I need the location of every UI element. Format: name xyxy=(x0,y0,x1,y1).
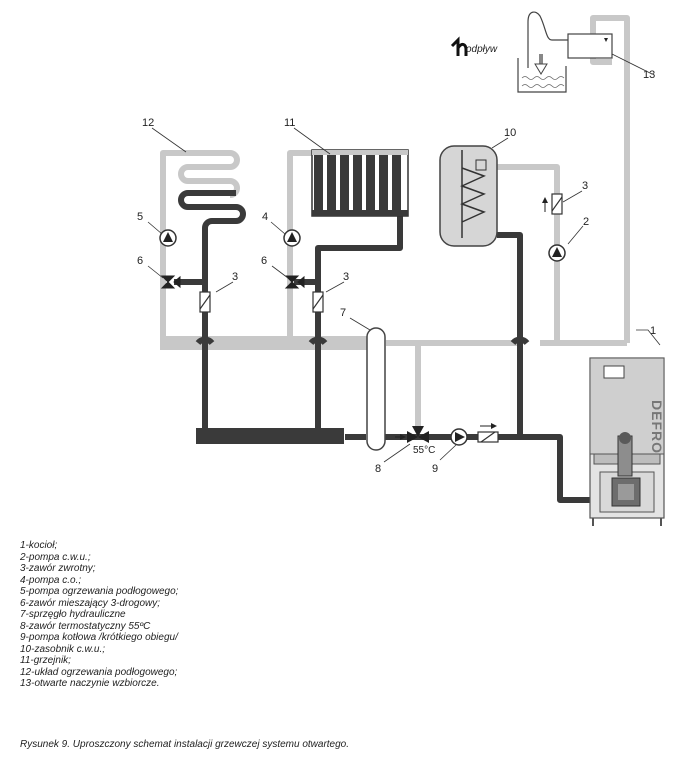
legend: 1-kocioł; 2-pompa c.w.u.; 3-zawór zwrotn… xyxy=(20,540,178,690)
legend-item: 12-układ ogrzewania podłogowego; xyxy=(20,666,178,678)
callout-7: 7 xyxy=(340,307,346,319)
callout-6-floor: 6 xyxy=(137,255,143,267)
return-collector xyxy=(160,336,370,350)
legend-item: 4-pompa c.o.; xyxy=(20,574,82,586)
temperature-label: 55°C xyxy=(413,445,435,456)
legend-item: 5-pompa ogrzewania podłogowego; xyxy=(20,586,179,597)
callout-12: 12 xyxy=(142,117,154,129)
pump-floor-heating xyxy=(159,229,177,247)
legend-item: 2-pompa c.w.u.; xyxy=(20,551,91,563)
legend-item: 9-pompa kotłowa /krótkiego obiegu/ xyxy=(20,632,178,643)
check-valve-boiler xyxy=(477,423,499,443)
thermostatic-valve xyxy=(395,426,429,443)
callout-6-radiator: 6 xyxy=(261,255,267,267)
callout-leaders xyxy=(147,53,661,463)
drain-icon xyxy=(450,36,468,56)
radiator xyxy=(311,149,409,217)
heating-schematic: odpływ DEFRO 55°C xyxy=(137,11,665,526)
pump-boiler xyxy=(450,428,468,446)
callout-11: 11 xyxy=(284,117,295,129)
legend-item: 7-sprzęgło hydrauliczne xyxy=(20,609,126,620)
figure-caption: Rysunek 9. Uproszczony schemat instalacj… xyxy=(20,739,350,750)
callout-2: 2 xyxy=(583,216,589,228)
hydraulic-separator xyxy=(366,327,386,451)
legend-item: 6-zawór mieszający 3-drogowy; xyxy=(20,597,161,609)
legend-item: 8-zawór termostatyczny 55ºC xyxy=(20,620,151,632)
callout-3-radiator: 3 xyxy=(343,271,349,283)
callout-3-floor: 3 xyxy=(232,271,238,283)
floor-heating-coil-supply xyxy=(178,190,246,224)
legend-item: 11-grzejnik; xyxy=(20,655,71,666)
supply-manifold xyxy=(196,428,344,444)
check-valve-radiator xyxy=(312,291,324,313)
check-valve-dhw xyxy=(542,193,563,215)
legend-item: 10-zasobnik c.w.u.; xyxy=(20,643,106,655)
legend-item: 3-zawór zwrotny; xyxy=(20,563,96,574)
check-valve-floor xyxy=(199,291,211,313)
expansion-vessel xyxy=(517,11,613,93)
callout-4: 4 xyxy=(262,211,268,223)
pump-central-heating xyxy=(283,229,301,247)
mixing-valve-floor xyxy=(160,275,181,289)
callout-3-dhw: 3 xyxy=(582,180,588,192)
drain-label: odpływ xyxy=(466,44,498,55)
callout-8: 8 xyxy=(375,463,381,475)
pump-dhw xyxy=(548,244,566,262)
boiler xyxy=(589,357,665,526)
callout-1: 1 xyxy=(650,325,656,337)
callout-13: 13 xyxy=(643,69,655,81)
floor-heating-coil-return xyxy=(178,150,240,198)
callout-5: 5 xyxy=(137,211,143,223)
mixing-valve-radiator xyxy=(284,275,305,289)
return-pipes xyxy=(160,15,630,430)
boiler-brand: DEFRO xyxy=(649,400,665,454)
dhw-tank xyxy=(439,145,498,247)
callout-9: 9 xyxy=(432,463,438,475)
legend-item: 13-otwarte naczynie wzbiorcze. xyxy=(20,678,160,689)
callout-10: 10 xyxy=(504,127,516,139)
legend-item: 1-kocioł; xyxy=(20,540,58,551)
callout-numbers: 1 2 3 3 3 4 5 6 6 7 8 9 10 11 12 13 xyxy=(137,69,656,475)
